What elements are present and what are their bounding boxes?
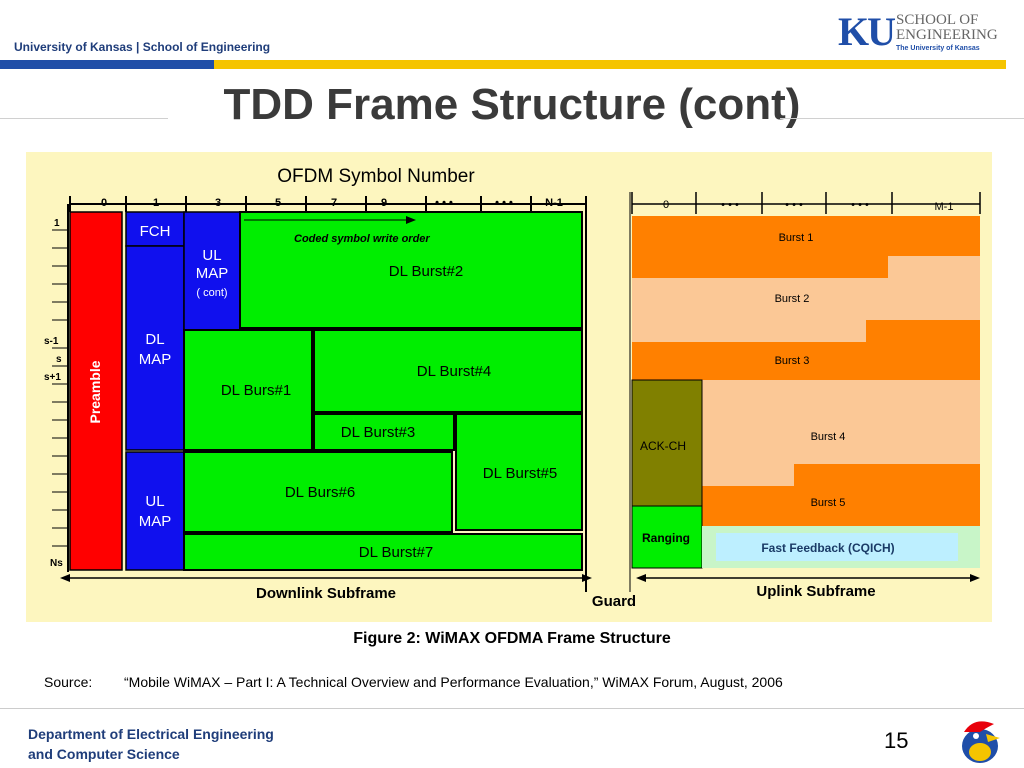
ul-burst-3-label: Burst 3 [775,355,810,367]
preamble-block [69,211,123,571]
ku-logo-line3: The University of Kansas [896,45,980,52]
ku-logo-line2: ENGINEERING [896,27,998,43]
footer-rule [0,708,1024,709]
ul-burst-5-block [702,464,980,526]
dl-symbol-tick-label: 0 [101,197,107,209]
dl-burst-3-label: DL Burst#3 [341,424,415,441]
dl-symbol-tick-label: N-1 [545,197,563,209]
ul-burst-3-block [632,320,980,402]
ofdm-symbol-number-label: OFDM Symbol Number [277,166,475,187]
ranging-block [631,505,703,569]
dl-map-label-line2: MAP [139,351,172,368]
ul-symbol-tick-label: • • • [851,199,869,211]
dl-burst-7-label: DL Burst#7 [359,544,433,561]
fch-block [125,211,185,247]
dl-burst-3-block [313,413,455,451]
uplink-arrowhead-left [636,574,646,582]
dl-map-block [125,245,185,451]
header-bar-yellow [214,60,1006,69]
department-name-line2: and Computer Science [28,746,180,762]
ul-symbol-tick-label: M-1 [935,201,954,213]
wimax-ofdma-frame-diagram: OFDM Symbol Number 0 1 3 5 7 9 • • • • •… [26,152,992,622]
dl-burst-2-label: DL Burst#2 [389,263,463,280]
department-name-line1: Department of Electrical Engineering [28,726,274,742]
downlink-subframe-label: Downlink Subframe [256,585,396,602]
ul-map-label-line1: UL [145,493,164,510]
dl-burst-4-block [313,329,583,413]
ul-map-cont-line2: MAP [196,265,229,282]
dl-row-label: Ns [50,558,63,569]
coded-symbol-write-order-label: Coded symbol write order [294,233,430,245]
dl-burst-5-label: DL Burst#5 [483,465,557,482]
ul-burst-1-label: Burst 1 [779,232,814,244]
ul-symbol-tick-label: • • • [785,199,803,211]
dl-symbol-tick-label: 5 [275,197,281,209]
preamble-label: Preamble [87,360,103,423]
ul-map-block [125,451,185,571]
dl-burst-6-label: DL Burs#6 [285,484,355,501]
header-university-text: University of Kansas | School of Enginee… [14,40,271,54]
ul-burst-2-label: Burst 2 [775,293,810,305]
ranging-label: Ranging [642,531,690,545]
dl-row-label: s [56,354,62,365]
dl-burst-6-block [183,451,453,533]
ul-burst-4-label: Burst 4 [811,431,846,443]
fast-feedback-block [716,533,958,561]
ul-map-label-line2: MAP [139,513,172,530]
dl-burst-2-block [239,211,583,329]
dl-burst-1-label: DL Burs#1 [221,382,291,399]
ul-map-cont-line1: UL [202,247,221,264]
uplink-subframe-label: Uplink Subframe [756,583,875,600]
dl-symbol-tick-label: 1 [153,197,159,209]
dl-row-label: s+1 [44,372,61,383]
fch-label: FCH [140,223,171,240]
ul-burst-1-block [632,216,980,278]
ack-ch-block [631,379,703,507]
ack-ch-label: ACK-CH [640,439,686,453]
figure-caption: Figure 2: WiMAX OFDMA Frame Structure [353,630,671,647]
dl-symbol-tick-label: 7 [331,197,337,209]
dl-symbol-tick-label: • • • [495,197,513,209]
write-order-arrowhead [406,216,416,224]
dl-burst-5-block [455,413,583,531]
dl-subchannel-ticks [52,229,68,547]
dl-row-label: 1 [54,218,60,229]
page-number: 15 [884,728,909,753]
dl-burst-1-block [183,329,313,451]
ku-logo-line1: SCHOOL OF [896,12,979,28]
fast-feedback-label: Fast Feedback (CQICH) [761,541,894,555]
dl-symbol-tick-label: • • • [435,197,453,209]
ul-burst-5-label: Burst 5 [811,497,846,509]
dl-burst-4-label: DL Burst#4 [417,363,491,380]
ul-axis-ticks [631,192,981,214]
title-rule-right [780,118,1024,119]
dl-burst-7-block [183,533,583,571]
source-citation: “Mobile WiMAX – Part I: A Technical Over… [124,674,783,690]
dl-symbol-tick-label: 3 [215,197,221,209]
dl-map-label-line1: DL [145,331,164,348]
header-bar-blue [0,60,214,69]
dl-row-label: s-1 [44,336,59,347]
ul-symbol-tick-label: • • • [721,199,739,211]
title-rule-left [0,118,168,119]
jayhawk-mascot-icon [962,721,1000,763]
downlink-arrowhead-left [60,574,70,582]
source-label: Source: [44,674,93,690]
ul-burst-2-block [632,256,980,342]
slide-title: TDD Frame Structure (cont) [223,80,801,129]
ul-symbol-tick-label: 0 [663,199,669,211]
guard-label: Guard [592,593,636,610]
dl-symbol-tick-label: 9 [381,197,387,209]
ku-logo-letters: KU [838,9,896,54]
ul-map-cont-line3: ( cont) [196,287,227,299]
ul-burst-4-block [702,380,980,486]
ku-school-of-engineering-logo: KU SCHOOL OF ENGINEERING The University … [838,8,1008,60]
uplink-arrowhead-right [970,574,980,582]
